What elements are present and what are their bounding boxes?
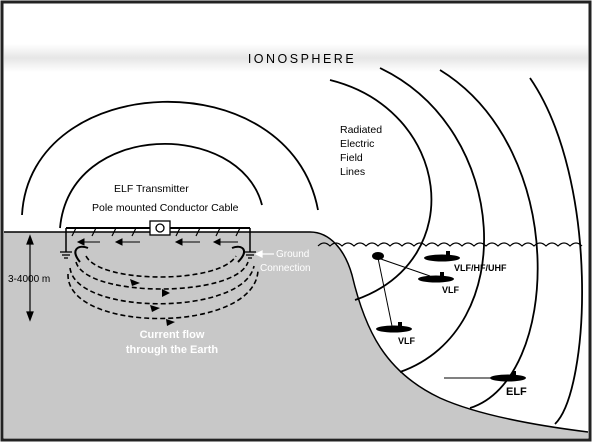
current-flow-label-2: through the Earth	[126, 344, 219, 356]
submarine-vlf-hf-uhf-label: VLF/HF/UHF	[454, 263, 507, 273]
submarine-deep-icon	[376, 322, 412, 333]
submarine-vlf-deep-label: VLF	[398, 336, 416, 346]
submarine-elf-label: ELF	[506, 386, 527, 398]
earth-current-loops	[67, 255, 259, 320]
current-loop-1	[85, 255, 237, 278]
ground-connection-label-2: Connection	[260, 263, 311, 274]
land-coastline	[4, 231, 589, 433]
current-loop-3	[69, 265, 255, 305]
field-arc-outer-2	[379, 67, 485, 373]
ground-connection-pointer	[254, 250, 274, 258]
submarine-elf-icon	[444, 371, 526, 382]
submarine-mid-icon	[418, 272, 454, 283]
pole-cable-label: Pole mounted Conductor Cable	[92, 202, 239, 214]
current-flow-label-1: Current flow	[140, 329, 205, 341]
field-arc-outer-4	[529, 77, 583, 425]
radiated-label-line-3: Field	[340, 152, 363, 164]
earth-current-arrowheads	[130, 279, 175, 326]
communication-buoy	[372, 252, 431, 327]
depth-indicator	[26, 234, 34, 322]
land-mass	[4, 232, 588, 438]
ionosphere-band	[4, 44, 588, 72]
ionosphere-label: IONOSPHERE	[248, 52, 356, 66]
field-lines-right	[329, 67, 583, 425]
radiated-label-line-2: Electric	[340, 138, 374, 150]
ground-connection-label-1: Ground	[276, 249, 309, 260]
field-arc-inner-2	[21, 100, 319, 216]
ground-end-curve-arrows	[74, 245, 245, 263]
radiated-field-label: Radiated Electric Field Lines	[340, 124, 382, 178]
radiated-label-line-1: Radiated	[340, 124, 382, 136]
field-arc-inner-1	[59, 143, 263, 229]
transmitter-station-icon	[149, 220, 171, 236]
current-loop-2	[75, 261, 249, 290]
radiated-label-line-4: Lines	[340, 166, 365, 178]
ground-symbol-left	[60, 251, 72, 259]
elf-transmitter-label: ELF Transmitter	[114, 183, 189, 195]
submarine-surface-icon	[424, 251, 460, 262]
field-arc-outer-1	[329, 79, 433, 301]
ground-symbol-right	[244, 251, 256, 259]
cable-current-arrows	[76, 238, 238, 246]
field-lines-left	[21, 100, 319, 229]
field-arc-outer-3	[439, 69, 539, 409]
depth-label: 3-4000 m	[8, 274, 50, 285]
submarine-vlf-mid-label: VLF	[442, 285, 460, 295]
current-loop-4	[67, 269, 259, 320]
